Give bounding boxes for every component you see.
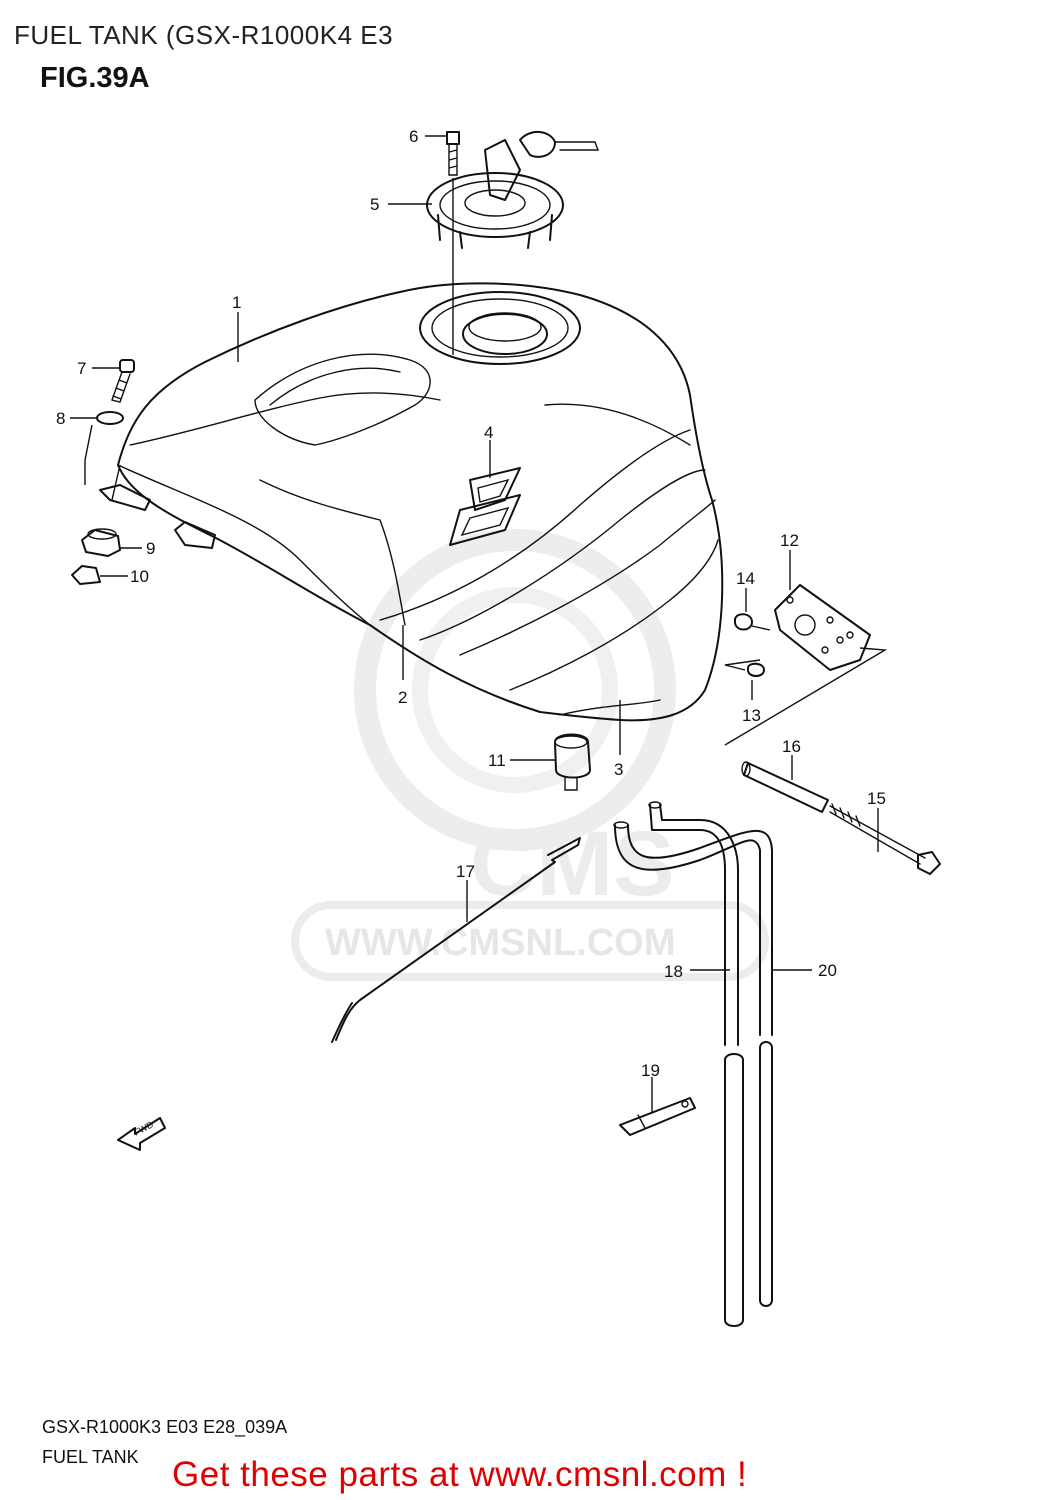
watermark-url-text: WWW.CMSNL.COM [325, 922, 675, 964]
callout-17: 17 [456, 862, 475, 881]
figure-label: FIG.39A [40, 62, 150, 94]
fuel-hoses [613, 801, 812, 1327]
cap-screw [446, 131, 460, 355]
callout-18: 18 [664, 962, 683, 981]
callout-5: 5 [370, 195, 379, 214]
callout-2: 2 [398, 688, 407, 707]
fuel-cap-assembly [426, 131, 600, 249]
forward-direction-arrow: FWD [117, 1117, 166, 1151]
callout-7: 7 [77, 359, 86, 378]
hose-clamp [619, 1097, 696, 1136]
leader-lines [70, 135, 879, 1112]
callout-6: 6 [409, 127, 418, 146]
fuel-tank-body [99, 282, 724, 722]
callout-4: 4 [484, 423, 493, 442]
callout-11: 11 [488, 751, 506, 770]
rubber-cushion [554, 733, 591, 791]
shop-link[interactable]: Get these parts at www.cmsnl.com ! [172, 1455, 748, 1494]
front-mount-hardware [71, 359, 135, 585]
callout-3: 3 [614, 760, 623, 779]
callout-20: 20 [818, 961, 837, 980]
callout-13: 13 [742, 706, 761, 725]
callout-12: 12 [780, 531, 799, 550]
callout-10: 10 [130, 567, 149, 586]
page-title: FUEL TANK (GSX-R1000K4 E3 [14, 20, 394, 50]
callout-14: 14 [736, 569, 755, 588]
section-name: FUEL TANK [42, 1447, 139, 1467]
breather-rod [331, 837, 581, 1043]
callout-numbers: 1 2 3 4 5 6 7 8 9 10 11 12 13 14 15 16 1… [56, 127, 886, 1080]
callout-8: 8 [56, 409, 65, 428]
watermark: CMS WWW.CMSNL.COM [291, 529, 769, 981]
callout-9: 9 [146, 539, 155, 558]
callout-19: 19 [641, 1061, 660, 1080]
rear-bracket [724, 584, 888, 746]
callout-16: 16 [782, 737, 801, 756]
callout-1: 1 [232, 293, 241, 312]
model-code: GSX-R1000K3 E03 E28_039A [42, 1417, 288, 1437]
tank-emblem [449, 467, 521, 546]
callout-15: 15 [867, 789, 886, 808]
